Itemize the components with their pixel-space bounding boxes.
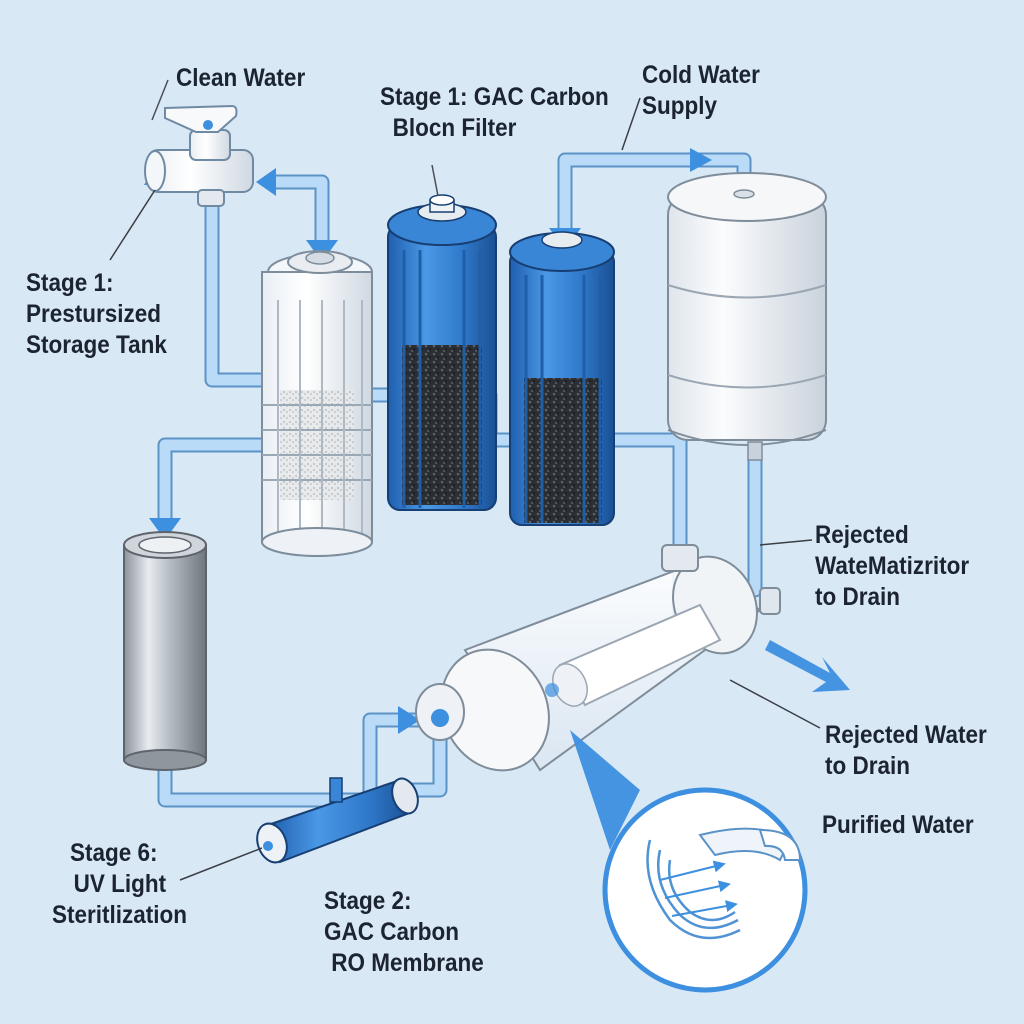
sediment-filter <box>262 251 372 556</box>
pipe-faucet-down <box>212 200 262 380</box>
ro-membrane-cartridge <box>252 775 422 867</box>
label-rejected-water-top: Rejected WateMatizritor to Drain <box>815 520 969 613</box>
uv-sterilizer <box>124 532 206 770</box>
carbon-block-filter <box>388 165 496 510</box>
faucet <box>145 80 253 206</box>
label-purified-water: Purified Water <box>822 810 974 841</box>
label-clean-water: Clean Water <box>176 63 305 94</box>
label-gac-block-filter: Stage 1: GAC Carbon Blocn Filter <box>380 82 609 144</box>
ro-membrane-housing <box>416 543 780 788</box>
label-rejected-water-bottom: Rejected Water to Drain <box>825 720 987 782</box>
arrow-to-faucet <box>256 168 276 196</box>
pipe-sediment-to-uv <box>165 445 262 520</box>
arrow-to-drain <box>765 640 850 692</box>
label-storage-tank: Stage 1: Prestursized Storage Tank <box>26 268 167 361</box>
label-uv-sterilization: Stage 6: UV Light Steritlization <box>52 838 187 931</box>
arrow-to-tank <box>690 148 712 172</box>
pipe-faucet-to-sediment <box>272 182 322 245</box>
membrane-detail-callout <box>570 730 805 990</box>
storage-tank <box>668 173 826 460</box>
label-ro-membrane: Stage 2: GAC Carbon RO Membrane <box>324 886 484 979</box>
carbon-filter-two <box>510 232 614 525</box>
label-cold-water-supply: Cold Water Supply <box>642 60 760 122</box>
